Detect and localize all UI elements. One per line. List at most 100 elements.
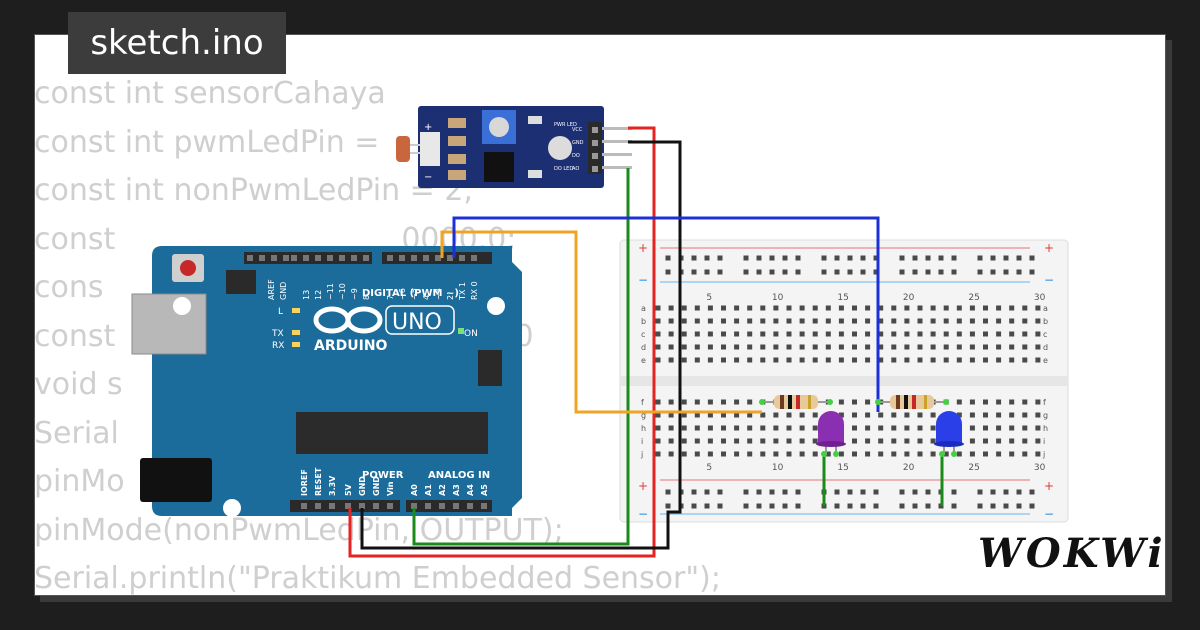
breadboard-hole[interactable]	[1009, 305, 1015, 311]
breadboard-hole[interactable]	[873, 269, 879, 275]
breadboard-hole[interactable]	[878, 357, 884, 363]
breadboard-hole[interactable]	[694, 438, 700, 444]
breadboard-hole[interactable]	[812, 425, 818, 431]
breadboard-hole[interactable]	[760, 451, 766, 457]
breadboard-hole[interactable]	[917, 344, 923, 350]
breadboard-hole[interactable]	[838, 451, 844, 457]
breadboard-hole[interactable]	[655, 344, 661, 350]
breadboard-hole[interactable]	[747, 399, 753, 405]
breadboard-hole[interactable]	[847, 269, 853, 275]
breadboard-hole[interactable]	[799, 344, 805, 350]
breadboard-hole[interactable]	[721, 425, 726, 431]
breadboard-hole[interactable]	[834, 255, 840, 261]
breadboard-hole[interactable]	[825, 344, 831, 350]
breadboard-hole[interactable]	[786, 344, 792, 350]
breadboard-hole[interactable]	[878, 305, 884, 311]
breadboard-hole[interactable]	[1035, 425, 1041, 431]
breadboard-hole[interactable]	[799, 425, 805, 431]
breadboard-hole[interactable]	[747, 344, 753, 350]
breadboard-hole[interactable]	[852, 438, 857, 444]
breadboard-hole[interactable]	[747, 412, 753, 418]
breadboard-hole[interactable]	[930, 344, 936, 350]
wire-pin2[interactable]	[452, 216, 880, 412]
breadboard-hole[interactable]	[773, 344, 779, 350]
breadboard-hole[interactable]	[865, 425, 871, 431]
breadboard-hole[interactable]	[707, 357, 713, 363]
breadboard-hole[interactable]	[747, 331, 753, 337]
breadboard-hole[interactable]	[917, 438, 923, 444]
breadboard-hole[interactable]	[891, 305, 897, 311]
wire-pwm-pin3[interactable]	[440, 230, 762, 414]
digital-pin[interactable]	[411, 255, 417, 261]
wires[interactable]	[348, 126, 944, 558]
analog-pin[interactable]	[411, 503, 417, 509]
breadboard-hole[interactable]	[707, 399, 713, 405]
breadboard-hole[interactable]	[891, 331, 897, 337]
breadboard-hole[interactable]	[943, 451, 949, 457]
breadboard-hole[interactable]	[655, 425, 661, 431]
breadboard-hole[interactable]	[681, 399, 687, 405]
breadboard-hole[interactable]	[1009, 438, 1015, 444]
analog-pin[interactable]	[481, 503, 487, 509]
breadboard-hole[interactable]	[707, 425, 713, 431]
breadboard-hole[interactable]	[969, 412, 975, 418]
breadboard-hole[interactable]	[681, 412, 687, 418]
breadboard-hole[interactable]	[760, 318, 766, 324]
breadboard-hole[interactable]	[925, 489, 931, 495]
breadboard-hole[interactable]	[912, 489, 918, 495]
breadboard-hole[interactable]	[1029, 255, 1035, 261]
breadboard-hole[interactable]	[983, 318, 988, 324]
breadboard-hole[interactable]	[773, 305, 779, 311]
breadboard-hole[interactable]	[847, 503, 853, 509]
breadboard-hole[interactable]	[852, 451, 857, 457]
breadboard-hole[interactable]	[852, 305, 857, 311]
breadboard-hole[interactable]	[990, 503, 996, 509]
breadboard-hole[interactable]	[852, 357, 857, 363]
breadboard-hole[interactable]	[734, 451, 740, 457]
breadboard-hole[interactable]	[1035, 451, 1041, 457]
breadboard-hole[interactable]	[782, 503, 788, 509]
breadboard-hole[interactable]	[665, 489, 671, 495]
breadboard-hole[interactable]	[838, 412, 844, 418]
breadboard-hole[interactable]	[838, 344, 844, 350]
breadboard-hole[interactable]	[1009, 412, 1015, 418]
breadboard-hole[interactable]	[743, 269, 749, 275]
breadboard-hole[interactable]	[721, 305, 726, 311]
potentiometer-knob-icon[interactable]	[489, 117, 509, 137]
breadboard-hole[interactable]	[812, 331, 818, 337]
power-pin[interactable]	[315, 503, 321, 509]
breadboard-hole[interactable]	[812, 318, 818, 324]
breadboard-hole[interactable]	[799, 305, 805, 311]
digital-pin[interactable]	[351, 255, 357, 261]
breadboard-hole[interactable]	[834, 503, 840, 509]
breadboard-hole[interactable]	[795, 503, 801, 509]
breadboard-hole[interactable]	[786, 425, 792, 431]
breadboard-hole[interactable]	[681, 425, 687, 431]
breadboard-hole[interactable]	[838, 357, 844, 363]
digital-pin[interactable]	[387, 255, 393, 261]
breadboard-hole[interactable]	[956, 412, 962, 418]
breadboard-hole[interactable]	[860, 255, 866, 261]
breadboard-hole[interactable]	[707, 318, 713, 324]
breadboard-hole[interactable]	[951, 489, 957, 495]
breadboard-hole[interactable]	[668, 318, 674, 324]
breadboard-hole[interactable]	[925, 503, 931, 509]
breadboard-hole[interactable]	[655, 357, 661, 363]
breadboard-hole[interactable]	[812, 344, 818, 350]
breadboard-hole[interactable]	[760, 331, 766, 337]
breadboard-hole[interactable]	[821, 269, 827, 275]
breadboard-hole[interactable]	[665, 255, 671, 261]
breadboard-hole[interactable]	[860, 489, 866, 495]
breadboard-hole[interactable]	[847, 489, 853, 495]
breadboard-hole[interactable]	[990, 489, 996, 495]
breadboard-hole[interactable]	[938, 255, 944, 261]
breadboard-hole[interactable]	[799, 451, 805, 457]
breadboard-hole[interactable]	[904, 357, 910, 363]
breadboard-hole[interactable]	[825, 451, 831, 457]
breadboard-hole[interactable]	[681, 318, 687, 324]
breadboard-hole[interactable]	[756, 503, 762, 509]
breadboard-hole[interactable]	[925, 269, 931, 275]
breadboard-hole[interactable]	[1022, 451, 1028, 457]
breadboard-hole[interactable]	[799, 318, 805, 324]
